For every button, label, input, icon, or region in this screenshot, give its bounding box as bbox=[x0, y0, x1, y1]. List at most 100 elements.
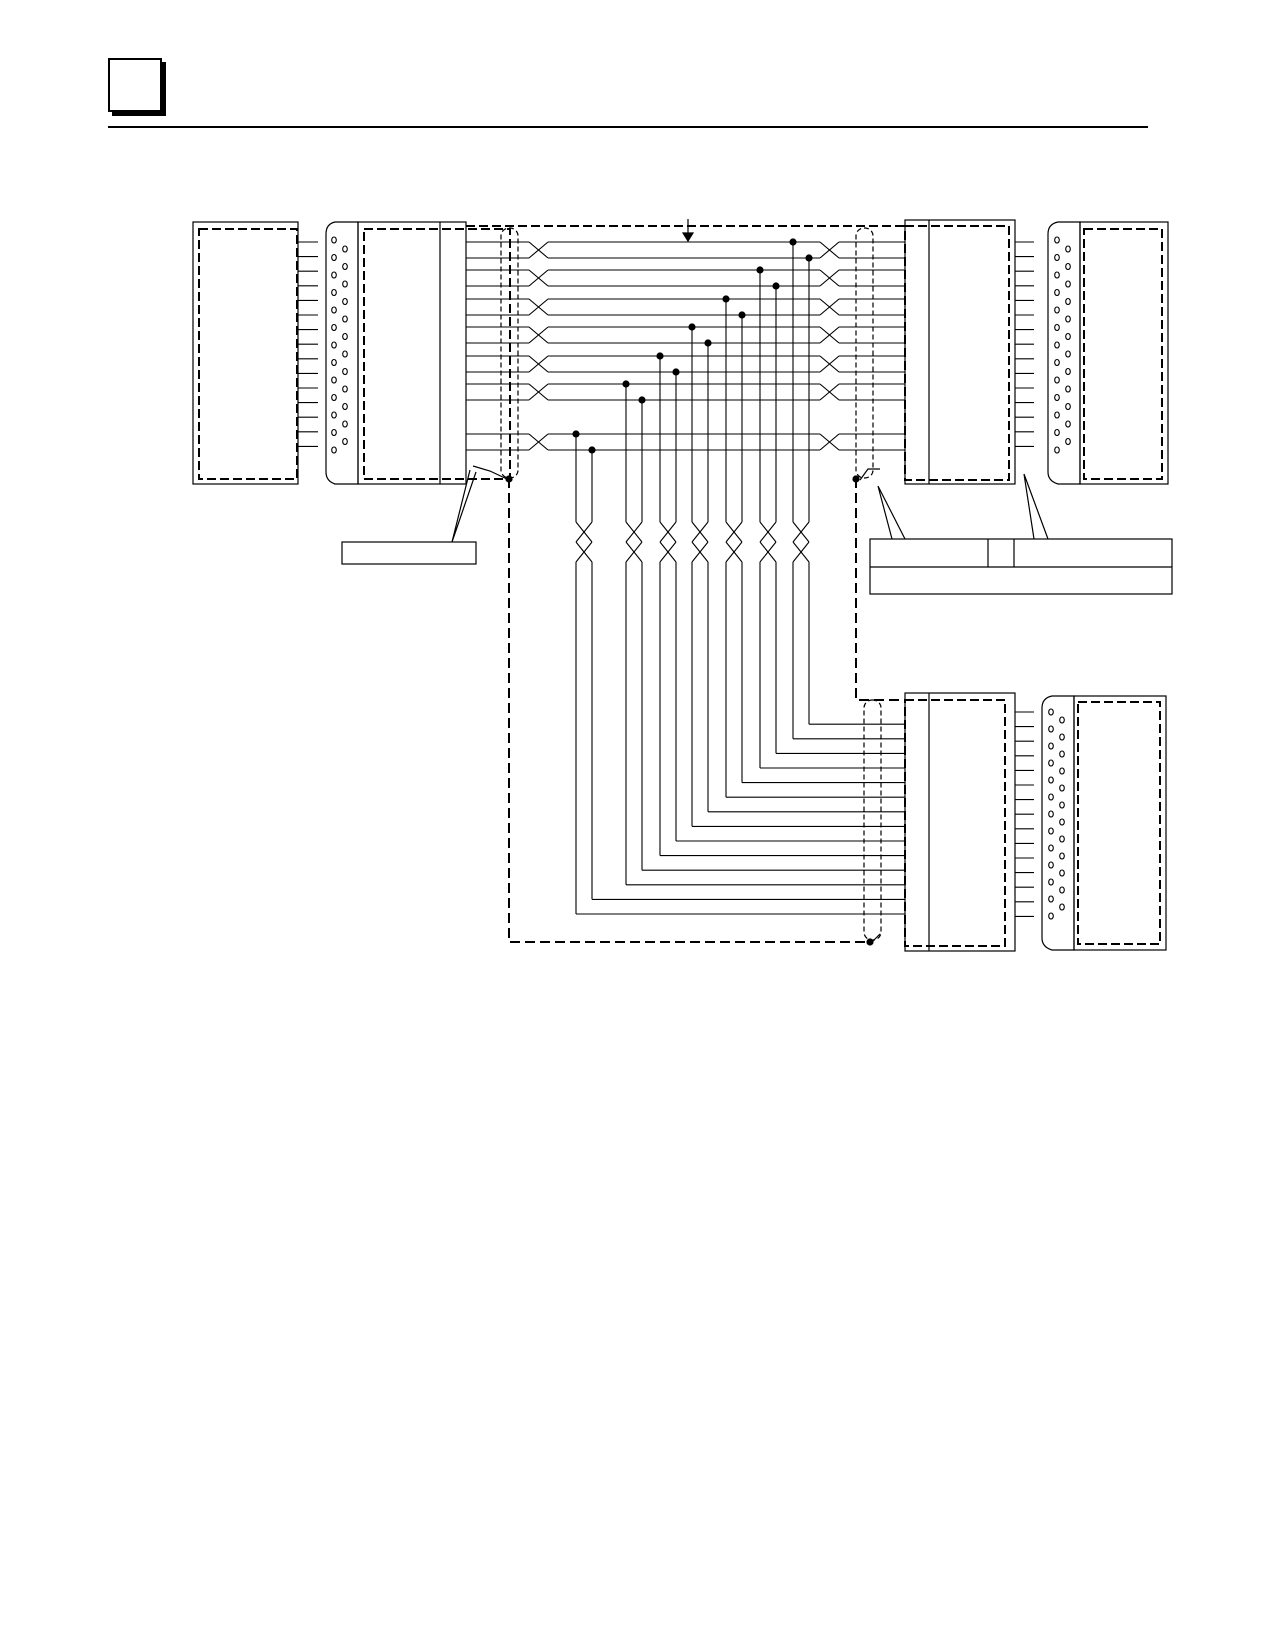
right-bottom-dsub-hole bbox=[1048, 759, 1054, 767]
right-top-dsub-hole bbox=[1054, 288, 1060, 297]
right-bottom-dsub-hole bbox=[1059, 818, 1065, 826]
right-bottom-dsub-hole bbox=[1048, 844, 1054, 852]
wire-twist bbox=[819, 383, 840, 401]
left-dsub-hole bbox=[342, 350, 348, 358]
wire-twist bbox=[819, 326, 840, 344]
right-top-dsub-hole bbox=[1054, 446, 1060, 454]
right-top-dsub-hole bbox=[1065, 297, 1071, 306]
branch-twist bbox=[759, 521, 777, 543]
right-top-dsub-hole bbox=[1065, 245, 1071, 253]
right-top-dsub-hole bbox=[1054, 376, 1060, 384]
left-dsub-hole bbox=[342, 420, 348, 428]
right-top-dsub-hole bbox=[1065, 385, 1071, 393]
right-top-dsub-hole bbox=[1065, 332, 1071, 341]
right-bottom-dsub-hole bbox=[1059, 903, 1065, 911]
wire-twist bbox=[528, 269, 549, 287]
right-top-dsub-hole bbox=[1065, 367, 1071, 376]
right-top-dsub-hole bbox=[1065, 350, 1071, 358]
right-bottom-dsub-hole bbox=[1048, 793, 1054, 801]
right-bottom-connector bbox=[863, 692, 1167, 952]
branch-twist bbox=[759, 541, 777, 563]
left-dsub-hole bbox=[331, 341, 337, 349]
wire-twist bbox=[819, 269, 840, 287]
right-top-dsub-hole bbox=[1054, 306, 1060, 314]
right-top-dsub-hole bbox=[1054, 323, 1060, 332]
left-dsub-hole bbox=[342, 367, 348, 376]
left-dsub-hole bbox=[331, 306, 337, 314]
right-bottom-dsub-hole bbox=[1059, 835, 1065, 843]
right-bottom-dsub-hole bbox=[1059, 852, 1065, 860]
main-cable-shield bbox=[508, 478, 870, 943]
right-top-dsub-hole bbox=[1054, 236, 1060, 244]
branch-twist bbox=[691, 541, 709, 563]
left-dsub-hole bbox=[342, 385, 348, 393]
square-tab-icon bbox=[108, 58, 162, 112]
right-top-dsub-hole bbox=[1065, 280, 1071, 288]
right-top-dsub-hole bbox=[1054, 341, 1060, 349]
wire-twist bbox=[819, 298, 840, 316]
left-connector-hood bbox=[357, 221, 511, 485]
right-top-connector bbox=[855, 219, 1169, 485]
branch-twist bbox=[725, 541, 743, 563]
right-bottom-dsub-hole bbox=[1048, 861, 1054, 869]
shield-junction-dot bbox=[505, 475, 513, 483]
right-bottom-dsub-hole bbox=[1059, 733, 1065, 741]
left-dsub-hole bbox=[342, 437, 348, 446]
left-dsub-hole bbox=[331, 323, 337, 332]
right-top-dsub-hole bbox=[1054, 428, 1060, 437]
header-rule bbox=[108, 126, 1148, 128]
wire-twist bbox=[528, 326, 549, 344]
right-bottom-dsub-hole bbox=[1048, 776, 1054, 784]
left-dsub-hole bbox=[331, 411, 337, 419]
left-dsub-hole bbox=[331, 393, 337, 402]
wire-twist bbox=[819, 433, 840, 451]
right-bottom-dsub-hole bbox=[1059, 801, 1065, 809]
left-device bbox=[192, 221, 299, 485]
left-dsub-hole bbox=[342, 402, 348, 411]
wire-twist bbox=[528, 355, 549, 373]
left-dsub-hole bbox=[342, 297, 348, 306]
wire-twist bbox=[819, 241, 840, 259]
left-dsub-hole bbox=[342, 315, 348, 323]
left-dsub-hole bbox=[331, 253, 337, 262]
branch-cable-shield bbox=[855, 478, 906, 701]
right-bottom-dsub-hole bbox=[1048, 725, 1054, 733]
right-callout bbox=[869, 473, 1173, 595]
left-dsub-hole bbox=[331, 376, 337, 384]
left-dsub-hole bbox=[342, 262, 348, 271]
wire-twist bbox=[528, 433, 549, 451]
right-bottom-dsub-hole bbox=[1059, 886, 1065, 894]
right-bottom-dsub-hole bbox=[1059, 767, 1065, 775]
left-dsub-hole bbox=[342, 332, 348, 341]
left-dsub-hole bbox=[331, 288, 337, 297]
branch-twist bbox=[792, 541, 810, 563]
right-top-dsub-hole bbox=[1065, 437, 1071, 446]
branch-twist bbox=[725, 521, 743, 543]
branch-twist bbox=[625, 541, 643, 563]
right-top-dsub-hole bbox=[1054, 393, 1060, 402]
right-top-dsub-hole bbox=[1065, 402, 1071, 411]
left-callout bbox=[341, 469, 477, 565]
shield-junction-dot bbox=[866, 938, 874, 946]
right-top-dsub-hole bbox=[1054, 271, 1060, 279]
left-dsub-hole bbox=[331, 271, 337, 279]
right-top-dsub-hole bbox=[1054, 411, 1060, 419]
branch-twist bbox=[575, 521, 593, 543]
left-dsub-hole bbox=[342, 280, 348, 288]
right-top-dsub-hole bbox=[1065, 315, 1071, 323]
right-top-dsub-hole bbox=[1054, 358, 1060, 367]
right-top-dsub-hole bbox=[1054, 253, 1060, 262]
right-top-dsub-hole bbox=[1065, 262, 1071, 271]
left-dsub-hole bbox=[342, 245, 348, 253]
right-bottom-dsub-hole bbox=[1048, 878, 1054, 886]
right-bottom-dsub-hole bbox=[1059, 869, 1065, 877]
right-bottom-dsub-hole bbox=[1048, 912, 1054, 920]
wire-twist bbox=[528, 383, 549, 401]
left-dsub-hole bbox=[331, 236, 337, 244]
right-bottom-dsub-hole bbox=[1059, 716, 1065, 724]
right-top-dsub-hole bbox=[1065, 420, 1071, 428]
left-dsub-hole bbox=[331, 358, 337, 367]
right-bottom-dsub-hole bbox=[1048, 827, 1054, 835]
right-bottom-dsub-hole bbox=[1059, 750, 1065, 758]
